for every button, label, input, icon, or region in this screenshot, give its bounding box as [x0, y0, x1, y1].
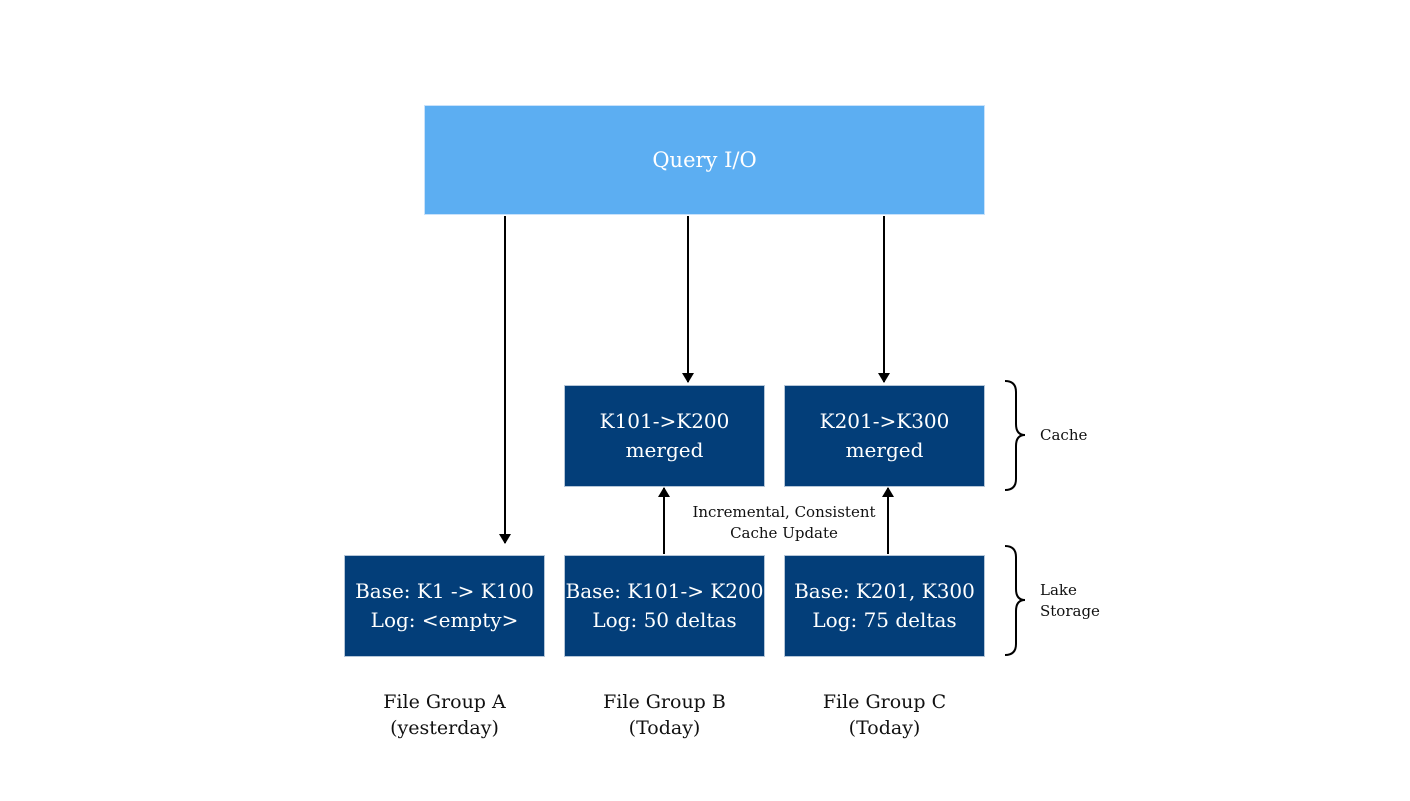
storage-box-b: Base: K101-> K200 Log: 50 deltas: [564, 555, 765, 657]
file-group-c-name: File Group C: [822, 691, 947, 713]
storage-box-a-line2: Log: <empty>: [370, 608, 519, 632]
storage-box-c-line2: Log: 75 deltas: [812, 608, 957, 632]
file-group-a-label: File Group A (yesterday): [344, 689, 545, 741]
tier-label-lake-line2: Storage: [1040, 602, 1100, 620]
file-group-b-when: (Today): [628, 717, 701, 739]
tier-label-cache-text: Cache: [1040, 426, 1088, 444]
cache-box-b-line2: merged: [625, 438, 704, 462]
storage-box-a: Base: K1 -> K100 Log: <empty>: [344, 555, 545, 657]
tier-label-lake-storage: Lake Storage: [1040, 580, 1100, 622]
lake-storage-brace-icon: [1004, 545, 1026, 656]
tier-label-lake-line1: Lake: [1040, 581, 1077, 599]
file-group-a-name: File Group A: [383, 691, 506, 713]
file-group-a-when: (yesterday): [390, 717, 499, 739]
storage-box-b-line2: Log: 50 deltas: [592, 608, 737, 632]
file-group-b-name: File Group B: [603, 691, 726, 713]
storage-box-c-line1: Base: K201, K300: [794, 579, 975, 603]
cache-update-note-line1: Incremental, Consistent: [692, 503, 876, 521]
query-io-label: Query I/O: [652, 148, 757, 172]
storage-box-a-line1: Base: K1 -> K100: [355, 579, 534, 603]
cache-box-b: K101->K200 merged: [564, 385, 765, 487]
storage-box-c: Base: K201, K300 Log: 75 deltas: [784, 555, 985, 657]
file-group-c-label: File Group C (Today): [784, 689, 985, 741]
cache-box-c-line2: merged: [845, 438, 924, 462]
file-group-b-label: File Group B (Today): [564, 689, 765, 741]
cache-box-c: K201->K300 merged: [784, 385, 985, 487]
query-io-box: Query I/O: [424, 105, 985, 215]
storage-box-b-line1: Base: K101-> K200: [565, 579, 764, 603]
cache-update-note: Incremental, Consistent Cache Update: [684, 502, 884, 544]
tier-label-cache: Cache: [1040, 425, 1087, 446]
cache-brace-icon: [1004, 380, 1026, 491]
cache-box-b-line1: K101->K200: [599, 409, 730, 433]
file-group-c-when: (Today): [848, 717, 921, 739]
cache-box-c-line1: K201->K300: [819, 409, 950, 433]
cache-update-note-line2: Cache Update: [730, 524, 838, 542]
